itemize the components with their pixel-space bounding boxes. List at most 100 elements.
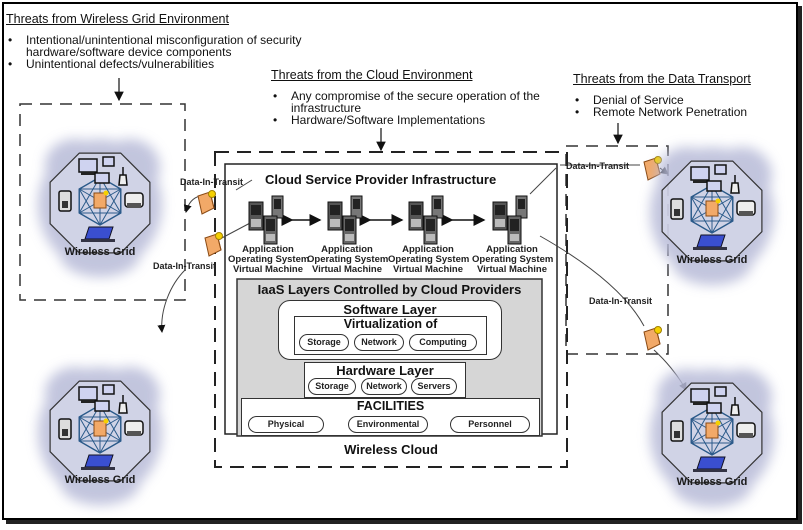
printer-icon [124, 192, 144, 208]
transit-line-left-bottom [217, 221, 253, 241]
hardware-storage: Storage [308, 378, 356, 395]
server-icon [350, 195, 363, 219]
threat-list-data-transport: Denial of Service Remote Network Penetra… [573, 94, 803, 118]
facility-personnel: Personnel [450, 416, 530, 433]
vm-stack-operating-system: Operating System [472, 254, 554, 265]
transit-line-right-bottom [539, 235, 645, 327]
threat-list-wireless-grid: Intentional/unintentional misconfigurati… [6, 34, 306, 70]
server-icon [271, 195, 284, 219]
vm-stack-application: Application [242, 244, 294, 255]
wireless-grid: Wireless Grid [637, 345, 787, 515]
iaas-title: IaaS Layers Controlled by Cloud Provider… [257, 282, 522, 297]
cloud-threat-zone [214, 151, 568, 468]
monitor-icon [78, 158, 98, 175]
server-icon [263, 215, 278, 245]
antenna-icon [730, 397, 740, 416]
monitor-icon [706, 180, 722, 192]
antenna-icon [118, 395, 128, 414]
vm-stack-operating-system: Operating System [388, 254, 470, 265]
threat-item: Hardware/Software Implementations [271, 114, 571, 126]
facilities-title: FACILITIES [356, 399, 425, 413]
virtualization-storage: Storage [299, 334, 349, 351]
software-layer: Software Layer Virtualization of Storage… [278, 300, 502, 360]
transit-line-left-top [235, 179, 253, 191]
antenna-icon [730, 175, 740, 194]
printer-icon [736, 422, 756, 438]
monitor-icon [714, 386, 727, 397]
phone-icon [670, 198, 684, 220]
monitor-icon [102, 384, 115, 395]
wireless-grid-label: Wireless Grid [64, 474, 136, 486]
data-in-transit-label: Data-In-Transit [180, 177, 244, 187]
antenna-icon [118, 167, 128, 186]
vm-stack-virtual-machine: Virtual Machine [392, 264, 464, 275]
laptop-icon [81, 454, 115, 470]
mesh-network-icon [690, 406, 734, 456]
server-icon [515, 195, 528, 219]
threat-item: Any compromise of the secure operation o… [271, 90, 571, 114]
software-layer-title: Software Layer [343, 302, 437, 317]
vm-stack-application: Application [321, 244, 373, 255]
wireless-grid-label: Wireless Grid [676, 254, 748, 266]
monitor-icon [102, 156, 115, 167]
vm-stack-application: Application [486, 244, 538, 255]
wireless-grid: Wireless Grid [637, 123, 787, 293]
data-in-transit-label: Data-In-Transit [589, 296, 653, 306]
threat-item: Unintentional defects/vulnerabilities [6, 58, 306, 70]
laptop-icon [81, 226, 115, 242]
wireless-grid-label: Wireless Grid [676, 476, 748, 488]
threat-title-cloud: Threats from the Cloud Environment [271, 68, 473, 82]
wireless-cloud-label: Wireless Cloud [344, 442, 438, 457]
threat-title-data-transport: Threats from the Data Transport [573, 72, 751, 86]
lock-tag-icon [208, 190, 216, 198]
server-icon [431, 195, 444, 219]
server-icon [408, 201, 424, 231]
facility-environmental: Environmental [348, 416, 428, 433]
threat-item: Denial of Service [573, 94, 803, 106]
phone-icon [58, 418, 72, 440]
threat-item: Intentional/unintentional misconfigurati… [6, 34, 306, 58]
package-icon [93, 420, 107, 437]
server-cluster-icon [248, 195, 284, 245]
mesh-network-icon [78, 404, 122, 454]
vm-stack-operating-system: Operating System [307, 254, 389, 265]
threat-item: Remote Network Penetration [573, 106, 803, 118]
monitor-icon [690, 166, 710, 183]
server-icon [342, 215, 357, 245]
facility-physical: Physical [248, 416, 324, 433]
threat-title-wireless-grid: Threats from Wireless Grid Environment [6, 12, 229, 26]
wireless-grid: Wireless Grid [25, 343, 175, 513]
monitor-icon [94, 172, 110, 184]
package-icon [705, 200, 719, 217]
virtualization-box: Virtualization of Storage Network Comput… [294, 316, 487, 355]
wireless-grid-threat-zone [19, 103, 186, 301]
server-cluster-icon [408, 195, 444, 245]
vm-server-cluster [490, 194, 534, 246]
transit-line-right-top [529, 167, 557, 195]
threat-list-cloud: Any compromise of the secure operation o… [271, 90, 571, 126]
server-icon [248, 201, 264, 231]
mesh-network-icon [690, 184, 734, 234]
data-in-transit-label: Data-In-Transit [566, 161, 630, 171]
server-icon [423, 215, 438, 245]
server-icon [327, 201, 343, 231]
cloud-provider-title: Cloud Service Provider Infrastructure [265, 172, 497, 187]
printer-icon [736, 200, 756, 216]
server-icon [492, 201, 508, 231]
vm-stack-operating-system: Operating System [228, 254, 310, 265]
virtualization-title: Virtualization of [343, 317, 438, 331]
server-cluster-icon [492, 195, 528, 245]
lock-tag-icon [215, 232, 223, 240]
facilities-layer: FACILITIES Physical Environmental Person… [241, 398, 540, 436]
printer-icon [124, 420, 144, 436]
hardware-layer: Hardware Layer Storage Network Servers [304, 362, 466, 398]
monitor-icon [706, 402, 722, 414]
virtualization-computing: Computing [409, 334, 477, 351]
vm-server-cluster [406, 194, 450, 246]
hardware-network: Network [361, 378, 407, 395]
phone-icon [58, 190, 72, 212]
